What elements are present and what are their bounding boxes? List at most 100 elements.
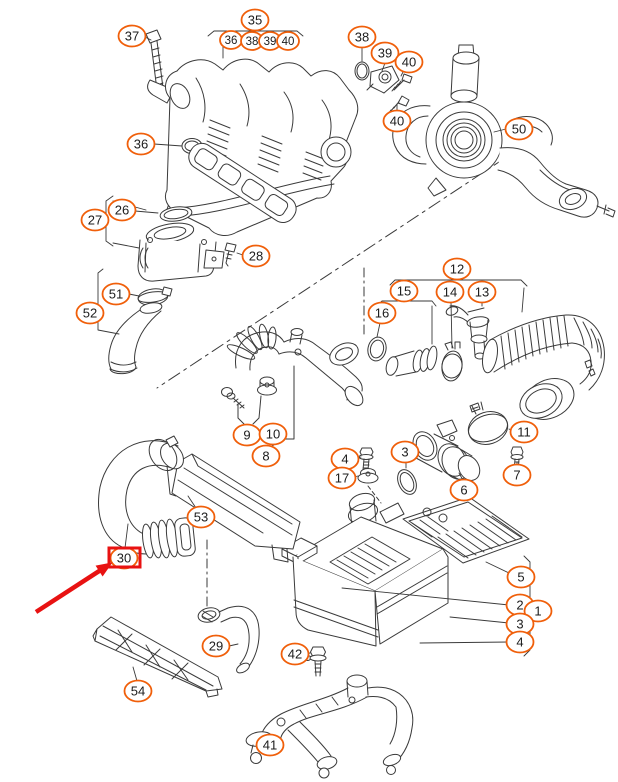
callout-50[interactable]: 50 bbox=[504, 117, 534, 141]
svg-text:53: 53 bbox=[194, 510, 208, 525]
callout-38[interactable]: 38 bbox=[240, 31, 264, 51]
callout-54[interactable]: 54 bbox=[123, 679, 153, 703]
callout-17[interactable]: 17 bbox=[327, 466, 357, 490]
svg-text:40: 40 bbox=[282, 36, 295, 48]
callout-4[interactable]: 4 bbox=[330, 447, 360, 471]
callout-39[interactable]: 39 bbox=[370, 41, 400, 65]
callout-6[interactable]: 6 bbox=[449, 478, 479, 502]
callout-36[interactable]: 36 bbox=[219, 30, 243, 50]
svg-text:6: 6 bbox=[460, 483, 467, 498]
svg-text:1: 1 bbox=[534, 604, 541, 619]
callout-7[interactable]: 7 bbox=[502, 463, 532, 487]
callout-40[interactable]: 40 bbox=[276, 31, 300, 51]
callout-51[interactable]: 51 bbox=[101, 282, 131, 306]
svg-text:36: 36 bbox=[225, 35, 238, 47]
callout-13[interactable]: 13 bbox=[467, 280, 497, 304]
svg-text:42: 42 bbox=[288, 647, 302, 662]
svg-text:4: 4 bbox=[516, 635, 523, 650]
callout-42[interactable]: 42 bbox=[280, 642, 310, 666]
callout-12[interactable]: 12 bbox=[442, 257, 472, 281]
svg-text:30: 30 bbox=[117, 551, 131, 566]
callout-36[interactable]: 36 bbox=[126, 132, 156, 156]
svg-text:14: 14 bbox=[443, 285, 457, 300]
svg-text:28: 28 bbox=[249, 249, 263, 264]
callout-40[interactable]: 40 bbox=[382, 109, 412, 133]
svg-text:39: 39 bbox=[264, 36, 277, 48]
callout-30[interactable]: 30 bbox=[109, 546, 139, 570]
air-duct-30-drawing bbox=[98, 435, 196, 559]
highlight-arrowhead bbox=[95, 562, 113, 577]
air-cleaner-housing-drawing bbox=[281, 492, 530, 677]
callout-8[interactable]: 8 bbox=[251, 444, 281, 468]
svg-text:38: 38 bbox=[246, 36, 259, 48]
callout-10[interactable]: 10 bbox=[258, 422, 288, 446]
throttle-body-drawing bbox=[137, 206, 237, 282]
callout-27[interactable]: 27 bbox=[80, 208, 110, 232]
turbo-small-parts-drawing bbox=[354, 61, 413, 115]
callout-9[interactable]: 9 bbox=[232, 423, 262, 447]
intake-manifold-drawing bbox=[147, 58, 359, 236]
svg-text:36: 36 bbox=[134, 137, 148, 152]
callout-5[interactable]: 5 bbox=[506, 565, 536, 589]
svg-text:8: 8 bbox=[262, 449, 269, 464]
callout-15[interactable]: 15 bbox=[389, 279, 419, 303]
svg-text:50: 50 bbox=[512, 122, 526, 137]
svg-text:3: 3 bbox=[401, 445, 408, 460]
hose-52-drawing bbox=[108, 286, 173, 375]
svg-text:4: 4 bbox=[341, 452, 348, 467]
callout-53[interactable]: 53 bbox=[186, 505, 216, 529]
drain-hose-29-drawing bbox=[197, 605, 260, 674]
svg-text:3: 3 bbox=[516, 617, 523, 632]
svg-text:16: 16 bbox=[375, 306, 389, 321]
callout-41[interactable]: 41 bbox=[255, 733, 285, 757]
bracket-41-drawing bbox=[245, 674, 414, 779]
highlight-arrow bbox=[34, 567, 103, 614]
callout-38[interactable]: 38 bbox=[347, 25, 377, 49]
callout-3[interactable]: 3 bbox=[390, 440, 420, 464]
svg-text:10: 10 bbox=[266, 427, 280, 442]
callout-11[interactable]: 11 bbox=[509, 420, 539, 444]
svg-text:37: 37 bbox=[125, 29, 139, 44]
callout-14[interactable]: 14 bbox=[435, 280, 465, 304]
highlight-annotation bbox=[34, 546, 142, 614]
callout-52[interactable]: 52 bbox=[75, 301, 105, 325]
svg-text:40: 40 bbox=[390, 114, 404, 129]
manifold-gasket-drawing bbox=[181, 138, 297, 223]
callout-26[interactable]: 26 bbox=[107, 198, 137, 222]
svg-text:2: 2 bbox=[516, 598, 523, 613]
svg-text:40: 40 bbox=[402, 55, 416, 70]
callout-37[interactable]: 37 bbox=[117, 24, 147, 48]
callout-4[interactable]: 4 bbox=[505, 630, 535, 654]
svg-text:52: 52 bbox=[83, 306, 97, 321]
pipe-8-drawing bbox=[221, 323, 364, 448]
svg-text:35: 35 bbox=[248, 13, 262, 28]
highlight-box bbox=[107, 546, 142, 569]
bracket-54-drawing bbox=[92, 616, 223, 698]
callout-28[interactable]: 28 bbox=[241, 244, 271, 268]
svg-text:38: 38 bbox=[355, 30, 369, 45]
callout-29[interactable]: 29 bbox=[201, 634, 231, 658]
svg-text:17: 17 bbox=[335, 471, 349, 486]
svg-text:12: 12 bbox=[450, 262, 464, 277]
svg-text:54: 54 bbox=[131, 684, 145, 699]
callout-16[interactable]: 16 bbox=[367, 301, 397, 325]
svg-text:27: 27 bbox=[88, 213, 102, 228]
svg-text:15: 15 bbox=[397, 284, 411, 299]
svg-text:39: 39 bbox=[378, 46, 392, 61]
svg-text:11: 11 bbox=[517, 425, 531, 440]
intake-duct-53-drawing bbox=[166, 453, 301, 563]
svg-text:41: 41 bbox=[263, 738, 277, 753]
callout-35[interactable]: 35 bbox=[240, 8, 270, 32]
turbocharger-drawing bbox=[392, 44, 616, 218]
callout-40[interactable]: 40 bbox=[394, 50, 424, 74]
svg-text:51: 51 bbox=[109, 287, 123, 302]
svg-text:5: 5 bbox=[517, 570, 524, 585]
svg-text:13: 13 bbox=[475, 285, 489, 300]
callout-1[interactable]: 1 bbox=[523, 599, 553, 623]
maf-sensor-group-drawing bbox=[357, 401, 524, 495]
svg-text:29: 29 bbox=[209, 639, 223, 654]
svg-text:7: 7 bbox=[513, 468, 520, 483]
intake-hose-12-drawing bbox=[367, 305, 605, 420]
